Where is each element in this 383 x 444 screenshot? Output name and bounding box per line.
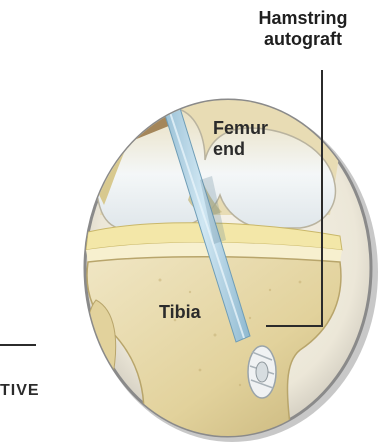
tibia-label: Tibia [159,302,201,323]
fixation-screw-icon [248,346,276,398]
femur-end-label: Femur end [213,118,268,159]
femur-label-line1: Femur [213,118,268,139]
graft-label-line2: autograft [228,29,378,50]
femur-label-line2: end [213,139,268,160]
side-view-label: TIVE [0,382,40,400]
fibula [72,300,116,440]
hamstring-autograft-label: Hamstring autograft [228,8,378,49]
graft-label-line1: Hamstring [228,8,378,29]
